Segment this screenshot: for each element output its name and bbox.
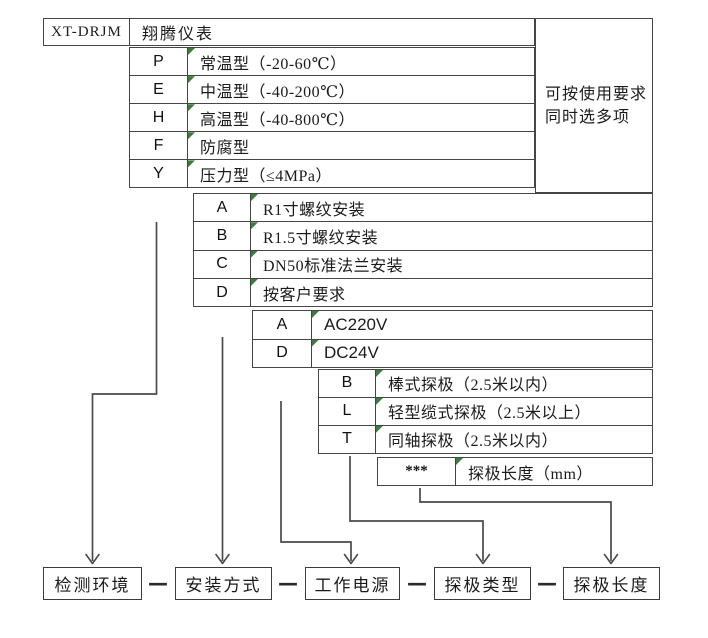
connector-environment: [85, 222, 158, 565]
arrow-down-icon: [85, 553, 100, 565]
dash-separator: —: [278, 571, 298, 595]
table-row: D 按客户要求: [194, 278, 652, 307]
option-code: F: [130, 132, 188, 160]
category-label: 探极长度: [573, 576, 650, 595]
option-code: D: [194, 278, 251, 307]
option-desc: DN50标准法兰安装: [251, 250, 652, 278]
cell-corner-mark: [188, 48, 195, 55]
arrow-down-icon: [475, 553, 491, 565]
table-row: L 轻型缆式探极（2.5米以上）: [319, 397, 652, 426]
category-label: 探极类型: [444, 576, 521, 595]
brand-cell: 翔腾仪表: [130, 19, 534, 45]
table-row: C DN50标准法兰安装: [194, 250, 652, 279]
category-label: 检测环境: [54, 576, 131, 595]
cell-corner-mark: [376, 425, 383, 433]
category-box-mounting: 安装方式: [175, 567, 272, 600]
table-row: H 高温型（-40-800℃）: [130, 104, 534, 133]
category-box-probe-length: 探极长度: [563, 567, 660, 600]
table-row: A R1寸螺纹安装: [194, 194, 652, 223]
mounting-table: A R1寸螺纹安装 B R1.5寸螺纹安装 C DN50标准法兰安装 D 按客户…: [193, 193, 653, 308]
table-row: F 防腐型: [130, 132, 534, 161]
table-row: B R1.5寸螺纹安装: [194, 222, 652, 251]
table-row: B 棒式探极（2.5米以内）: [319, 370, 652, 398]
category-box-power: 工作电源: [305, 567, 400, 600]
option-desc: DC24V: [312, 339, 652, 368]
option-desc: 压力型（≤4MPa）: [188, 160, 534, 187]
option-desc: R1寸螺纹安装: [251, 194, 652, 221]
option-code: ***: [378, 458, 456, 485]
power-table: A AC220V D DC24V: [252, 310, 653, 368]
option-code: A: [253, 311, 312, 339]
environment-table: P 常温型（-20-60℃） E 中温型（-40-200℃） H 高温型（-40…: [129, 47, 535, 189]
arrow-down-icon: [215, 553, 230, 565]
model-code: XT-DRJM: [51, 23, 122, 40]
table-row: D DC24V: [253, 339, 652, 368]
cell-corner-mark: [188, 160, 195, 168]
table-row: *** 探极长度（mm）: [378, 458, 652, 485]
option-code: E: [130, 76, 188, 104]
option-code: H: [130, 104, 188, 132]
option-code: A: [194, 194, 251, 222]
category-label: 安装方式: [185, 576, 262, 595]
connector-mounting: [215, 337, 230, 565]
option-code: Y: [130, 160, 188, 188]
probe-length-row: *** 探极长度（mm）: [377, 457, 653, 486]
option-desc: AC220V: [312, 311, 652, 339]
cell-corner-mark: [312, 311, 319, 318]
dash-separator: —: [148, 571, 168, 595]
arrow-down-icon: [343, 553, 359, 565]
note-line-2: 同时选多项: [545, 108, 631, 126]
option-desc: 高温型（-40-800℃）: [188, 104, 534, 131]
cell-corner-mark: [188, 132, 195, 140]
option-code: T: [319, 425, 376, 453]
cell-corner-mark: [312, 339, 319, 347]
option-code: B: [319, 370, 376, 397]
cell-corner-mark: [376, 370, 383, 377]
cell-corner-mark: [251, 222, 258, 230]
note-line-1: 可按使用要求: [545, 85, 648, 103]
brand-name: 翔腾仪表: [142, 26, 215, 43]
option-code: C: [194, 250, 251, 278]
option-desc: 防腐型: [188, 132, 534, 159]
cell-corner-mark: [251, 194, 258, 201]
table-row: A AC220V: [253, 311, 652, 340]
category-box-probe-type: 探极类型: [434, 567, 531, 600]
option-code: L: [319, 397, 376, 425]
option-code: P: [130, 48, 188, 76]
option-desc: 常温型（-20-60℃）: [188, 48, 534, 75]
cell-corner-mark: [251, 278, 258, 286]
option-desc: 探极长度（mm）: [456, 458, 652, 485]
dash-separator: —: [537, 571, 557, 595]
multi-select-note: 可按使用要求 同时选多项: [535, 18, 653, 193]
option-desc: 按客户要求: [251, 278, 652, 306]
cell-corner-mark: [188, 104, 195, 112]
option-desc: 同轴探极（2.5米以内）: [376, 425, 652, 453]
option-desc: 棒式探极（2.5米以内）: [376, 370, 652, 397]
option-code: B: [194, 222, 251, 250]
table-row: Y 压力型（≤4MPa）: [130, 160, 534, 188]
option-desc: R1.5寸螺纹安装: [251, 222, 652, 249]
table-row: E 中温型（-40-200℃）: [130, 76, 534, 105]
arrow-down-icon: [603, 553, 619, 565]
category-box-environment: 检测环境: [43, 567, 142, 600]
table-row: P 常温型（-20-60℃）: [130, 48, 534, 77]
cell-corner-mark: [251, 250, 258, 258]
connector-probe-length: [419, 488, 619, 565]
option-desc: 轻型缆式探极（2.5米以上）: [376, 397, 652, 425]
option-desc: 中温型（-40-200℃）: [188, 76, 534, 103]
table-row: T 同轴探极（2.5米以内）: [319, 425, 652, 453]
cell-corner-mark: [188, 76, 195, 84]
option-code: D: [253, 339, 312, 367]
model-code-cell: XT-DRJM: [44, 19, 130, 45]
cell-corner-mark: [456, 458, 463, 465]
dash-separator: —: [407, 571, 427, 595]
probe-type-table: B 棒式探极（2.5米以内） L 轻型缆式探极（2.5米以上） T 同轴探极（2…: [318, 369, 653, 454]
cell-corner-mark: [376, 397, 383, 405]
header-row: XT-DRJM 翔腾仪表: [43, 18, 535, 46]
category-label: 工作电源: [314, 576, 391, 595]
